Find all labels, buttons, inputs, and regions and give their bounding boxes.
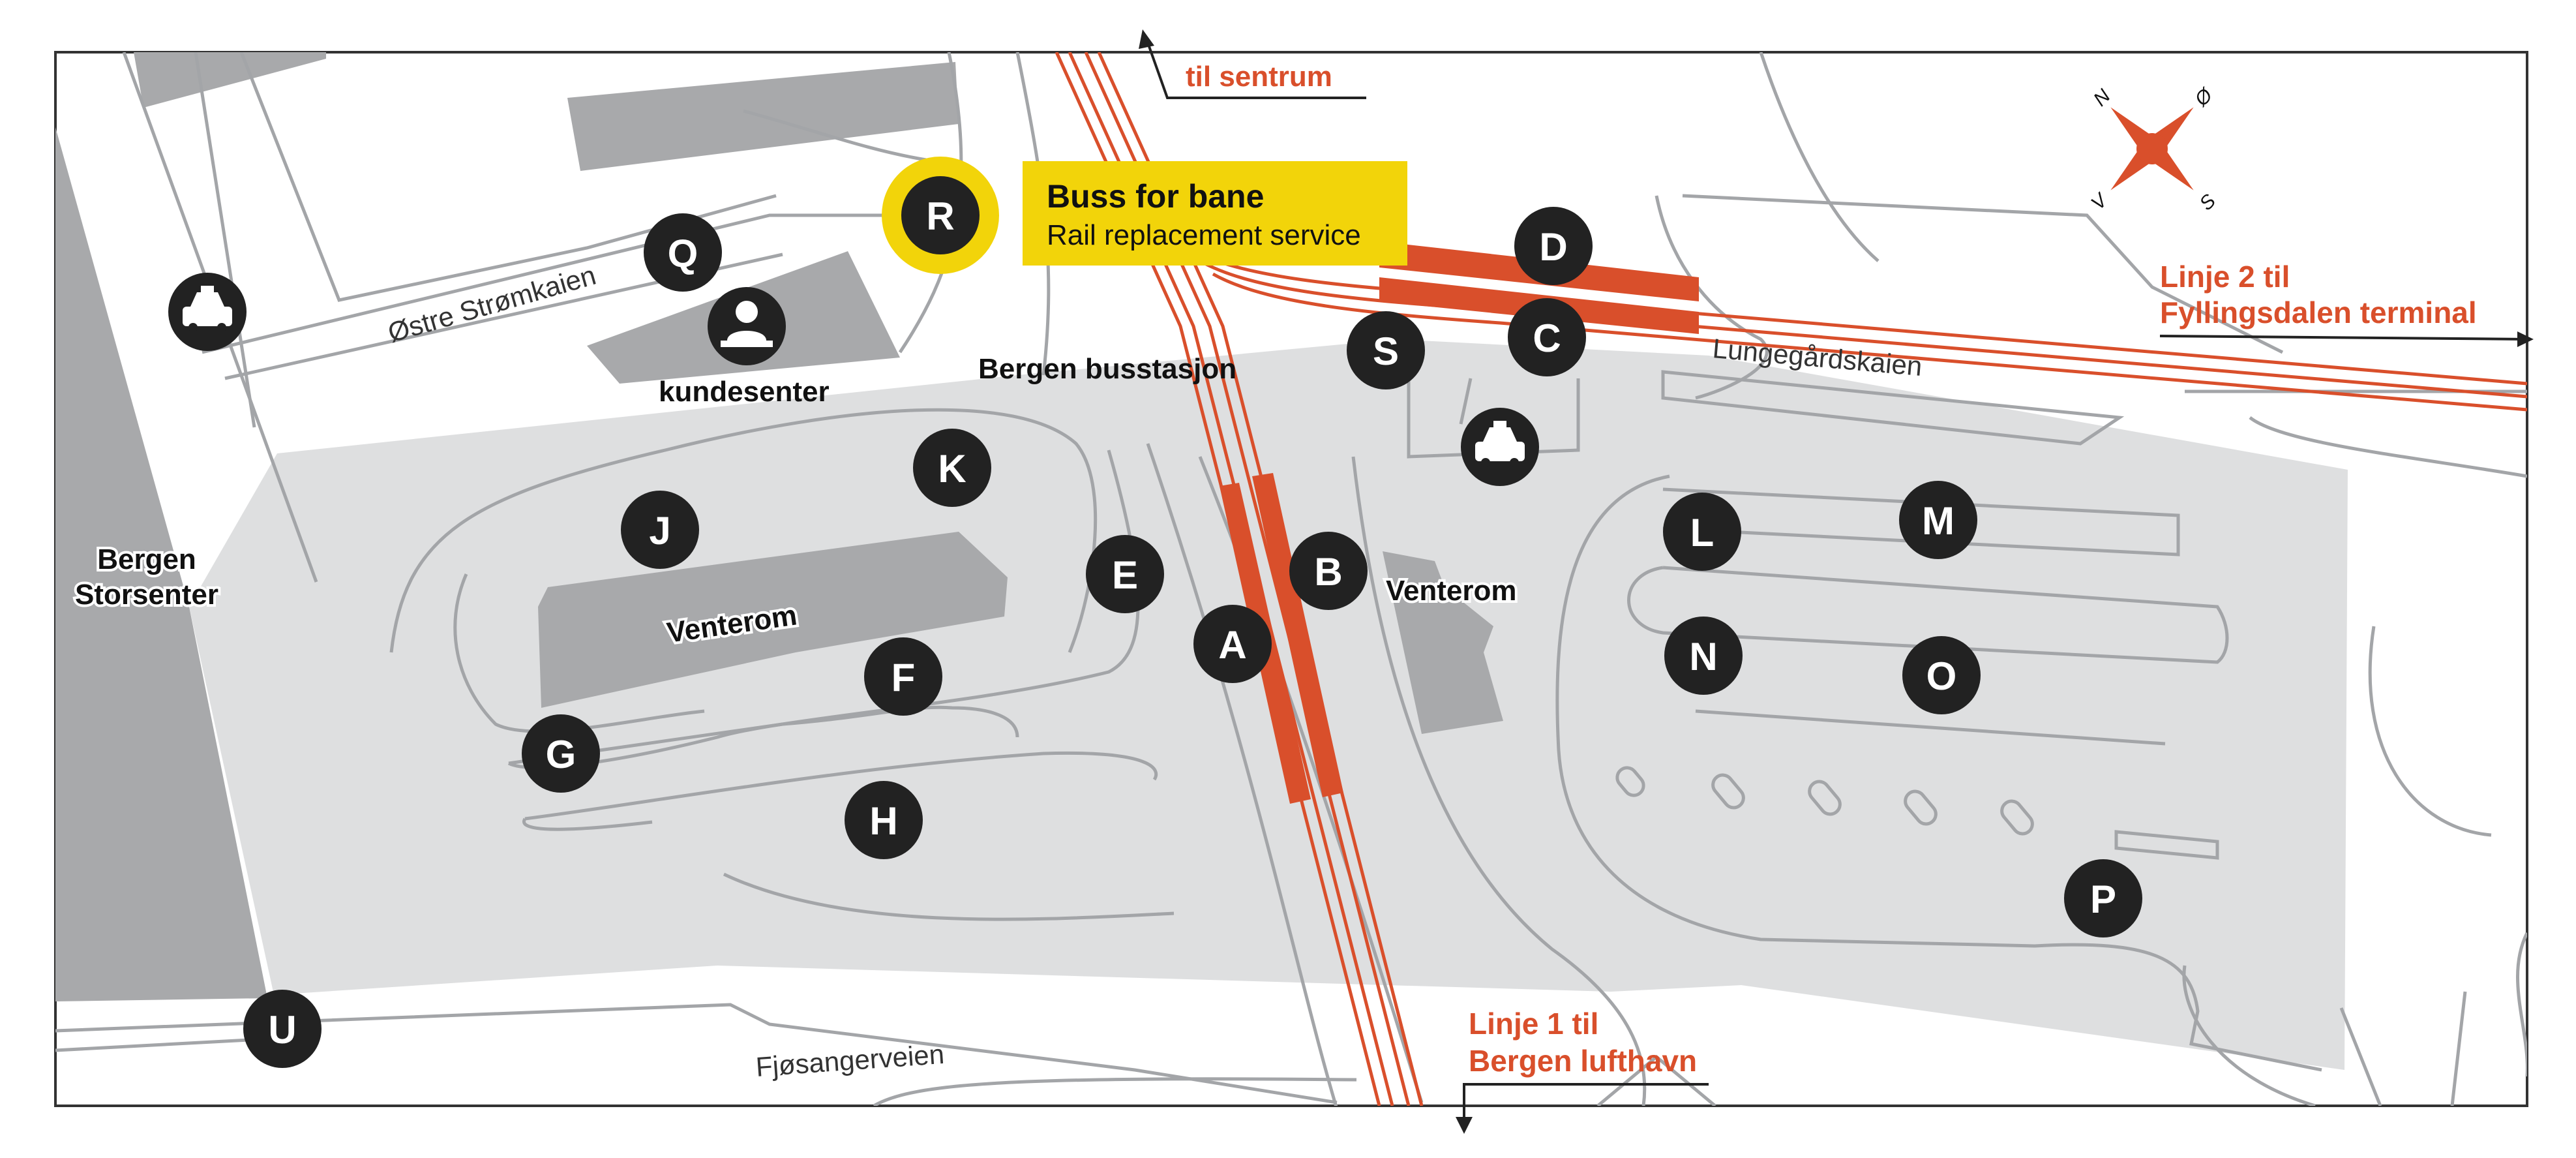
stop-S[interactable] [1347,311,1425,389]
stop-O-label: O [1926,654,1957,698]
stop-Q[interactable] [644,213,722,292]
stop-J-label: J [649,509,670,553]
stop-K-label: K [938,447,966,491]
stop-F-label: F [891,656,916,699]
taxi-icon [168,273,247,351]
stop-Q-label: Q [668,232,698,275]
label-kundesenter: kundesenter [659,376,830,408]
stop-N[interactable] [1664,617,1743,695]
stop-E[interactable] [1086,535,1164,613]
stop-N-label: N [1689,635,1717,678]
arrow-linje1 [1456,1083,1709,1134]
stop-B[interactable] [1289,532,1368,610]
label-bergen-busstasjon: Bergen busstasjon [978,353,1236,385]
stop-H-label: H [869,799,897,843]
building-venterom-east [1383,551,1503,734]
label-bergen-storsenter-1: Bergen [97,543,196,575]
label-venterom-east: Venterom [1386,575,1517,607]
stop-F[interactable] [864,637,942,716]
stop-U[interactable] [243,990,322,1068]
stop-U-label: U [268,1008,296,1052]
stop-L-label: L [1690,511,1715,555]
label-linje1-line2: Bergen lufthavn [1469,1044,1697,1078]
stop-D-label: D [1539,225,1567,269]
stop-R-label: R [926,194,954,238]
taxi-icon [1461,408,1539,486]
stop-P-label: P [2090,877,2116,921]
stop-L[interactable] [1663,493,1741,571]
stop-R[interactable] [901,176,980,254]
building-north-1 [134,52,326,108]
stop-P[interactable] [2064,859,2142,937]
label-til-sentrum: til sentrum [1186,61,1332,93]
stop-O[interactable] [1902,636,1981,714]
stop-C[interactable] [1508,298,1586,376]
stop-A[interactable] [1193,605,1272,683]
stop-M[interactable] [1899,481,1977,559]
platform-B [1252,473,1343,797]
stop-K[interactable] [913,429,991,507]
buss-for-bane-subtitle: Rail replacement service [1047,219,1361,251]
stop-B-label: B [1314,550,1342,594]
stop-S-label: S [1373,329,1399,373]
stop-markers [243,176,2142,1068]
buss-for-bane-box [1023,161,1407,266]
stop-M-label: M [1922,499,1954,543]
stop-G-label: G [546,733,577,776]
customer-service-icon [708,287,786,365]
label-linje2-line1: Linje 2 til [2160,260,2290,294]
stop-A-label: A [1218,623,1246,667]
stop-J[interactable] [621,491,699,569]
label-bergen-storsenter-2: Storsenter [75,579,218,611]
buss-for-bane-title: Buss for bane [1047,178,1264,215]
stop-D[interactable] [1514,207,1593,285]
arrow-linje2 [2159,331,2534,347]
parking-islands [1615,766,2034,836]
road-outlines [55,52,2527,1106]
stop-E-label: E [1112,553,1138,597]
building-bergen-storsenter [55,127,267,1001]
stop-H[interactable] [845,781,923,859]
building-venterom-west [538,532,1008,708]
stop-C-label: C [1533,316,1561,360]
arrow-til-sentrum [1139,29,1366,99]
label-linje1-line1: Linje 1 til [1469,1007,1598,1041]
stop-G[interactable] [522,714,600,793]
label-linje2-line2: Fyllingsdalen terminal [2160,296,2477,329]
